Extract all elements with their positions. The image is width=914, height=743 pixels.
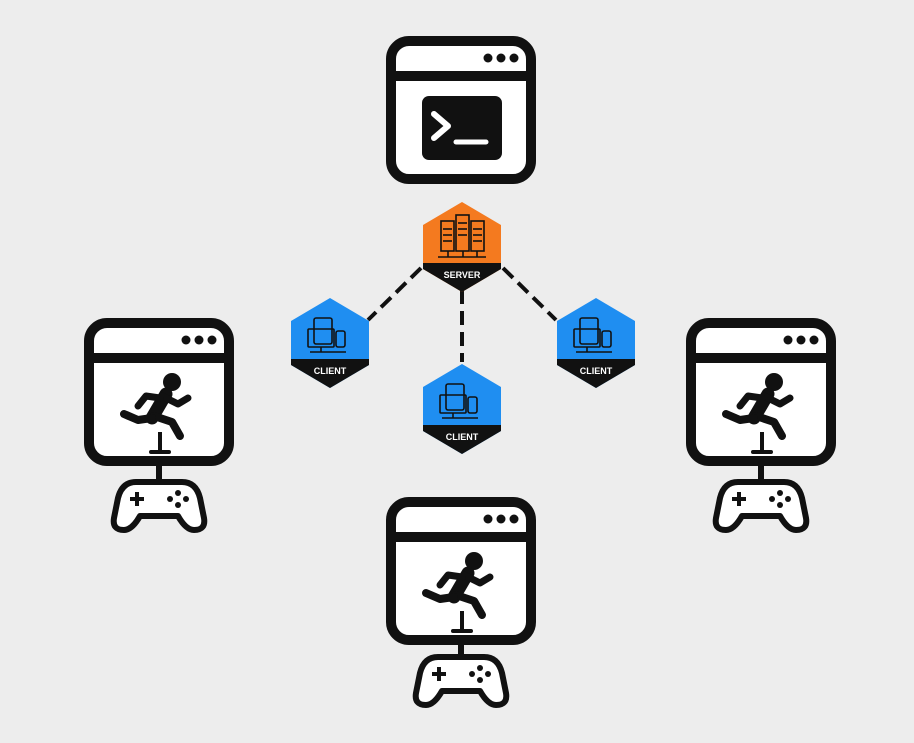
client-node-right: CLIENT [557, 298, 635, 388]
server-label: SERVER [444, 270, 481, 280]
devices-icon [573, 317, 612, 353]
game-window-bottom [391, 502, 531, 705]
terminal-prompt-icon [422, 96, 502, 160]
devices-icon [439, 383, 478, 419]
client-node-center: CLIENT [423, 364, 501, 454]
gamepad-icon [114, 482, 205, 530]
client-label: CLIENT [446, 432, 479, 442]
game-window-left [89, 323, 229, 530]
client-label: CLIENT [580, 366, 613, 376]
server-rack-icon [438, 214, 486, 258]
client-label: CLIENT [314, 366, 347, 376]
connection-server-client-right [501, 266, 558, 322]
connection-server-client-left [366, 266, 423, 322]
console-window [391, 41, 531, 179]
gamepad-icon [416, 657, 507, 705]
devices-icon [307, 317, 346, 353]
gamepad-icon [716, 482, 807, 530]
connection-lines [366, 266, 558, 362]
server-node: SERVER [423, 202, 501, 292]
client-node-left: CLIENT [291, 298, 369, 388]
game-window-right [691, 323, 831, 530]
